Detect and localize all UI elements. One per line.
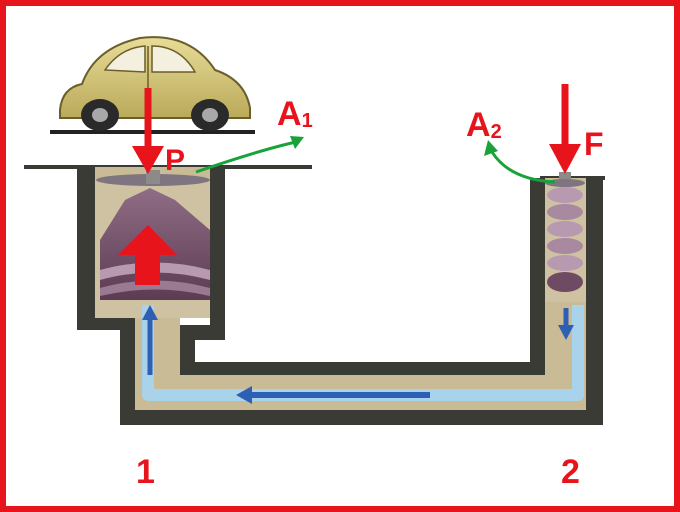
area-arrow-a2-head bbox=[484, 140, 498, 156]
tube-inner-wall bbox=[180, 178, 545, 375]
flow-arrow-horizontal-head bbox=[236, 386, 252, 404]
car-icon bbox=[59, 36, 251, 131]
label-a2-sub: 2 bbox=[490, 121, 502, 143]
label-p: P bbox=[165, 144, 186, 177]
area-arrow-a1-head bbox=[290, 136, 304, 149]
label-cylinder-1: 1 bbox=[136, 453, 155, 491]
flow-arrow-up-head bbox=[142, 305, 158, 320]
label-a1-main: A bbox=[277, 95, 302, 133]
label-a1: A1 bbox=[277, 97, 313, 131]
force-arrow-p-head bbox=[132, 146, 164, 174]
piston1-layer-2 bbox=[100, 280, 210, 296]
force-arrow-f-head bbox=[549, 144, 581, 174]
flow-arrow-down-head bbox=[558, 325, 574, 340]
area-arrow-a1 bbox=[195, 140, 297, 174]
label-cylinder-2: 2 bbox=[561, 453, 580, 491]
piston2-bellows bbox=[547, 187, 583, 292]
piston1-pressure-arrow bbox=[118, 225, 177, 285]
label-f: F bbox=[584, 126, 604, 162]
piston1-rod bbox=[146, 170, 160, 184]
label-a2-main: A bbox=[466, 106, 491, 144]
cylinder1-wall bbox=[77, 167, 225, 425]
label-a2: A2 bbox=[466, 108, 502, 142]
label-a1-sub: 1 bbox=[301, 110, 313, 132]
area-arrow-a2 bbox=[490, 151, 556, 184]
